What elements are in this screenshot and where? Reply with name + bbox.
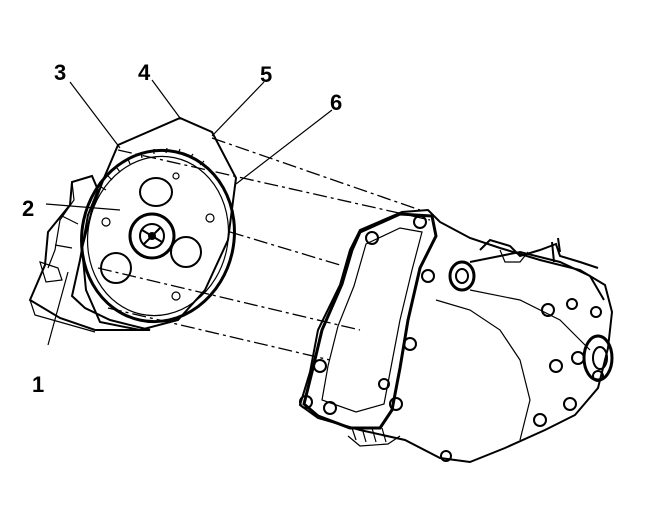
transaxle-housing — [298, 208, 614, 464]
leader-2 — [45, 203, 121, 211]
leader-lines — [45, 79, 333, 346]
flexplate — [80, 116, 238, 332]
ring-gear-teeth — [100, 147, 205, 191]
callout-2: 2 — [22, 196, 34, 221]
flange-bolts — [299, 215, 435, 415]
callout-3: 3 — [54, 60, 66, 85]
engine-block — [28, 174, 151, 333]
case-bolts — [440, 298, 604, 462]
leader-4 — [151, 79, 181, 119]
leader-5 — [211, 81, 265, 137]
callout-6: 6 — [330, 90, 342, 115]
leader-1 — [47, 271, 69, 346]
callout-4: 4 — [138, 60, 151, 85]
leader-3 — [69, 81, 121, 149]
callout-5: 5 — [260, 62, 272, 87]
alignment-lines — [97, 137, 431, 361]
leader-6 — [235, 109, 333, 185]
callout-1: 1 — [32, 372, 44, 397]
